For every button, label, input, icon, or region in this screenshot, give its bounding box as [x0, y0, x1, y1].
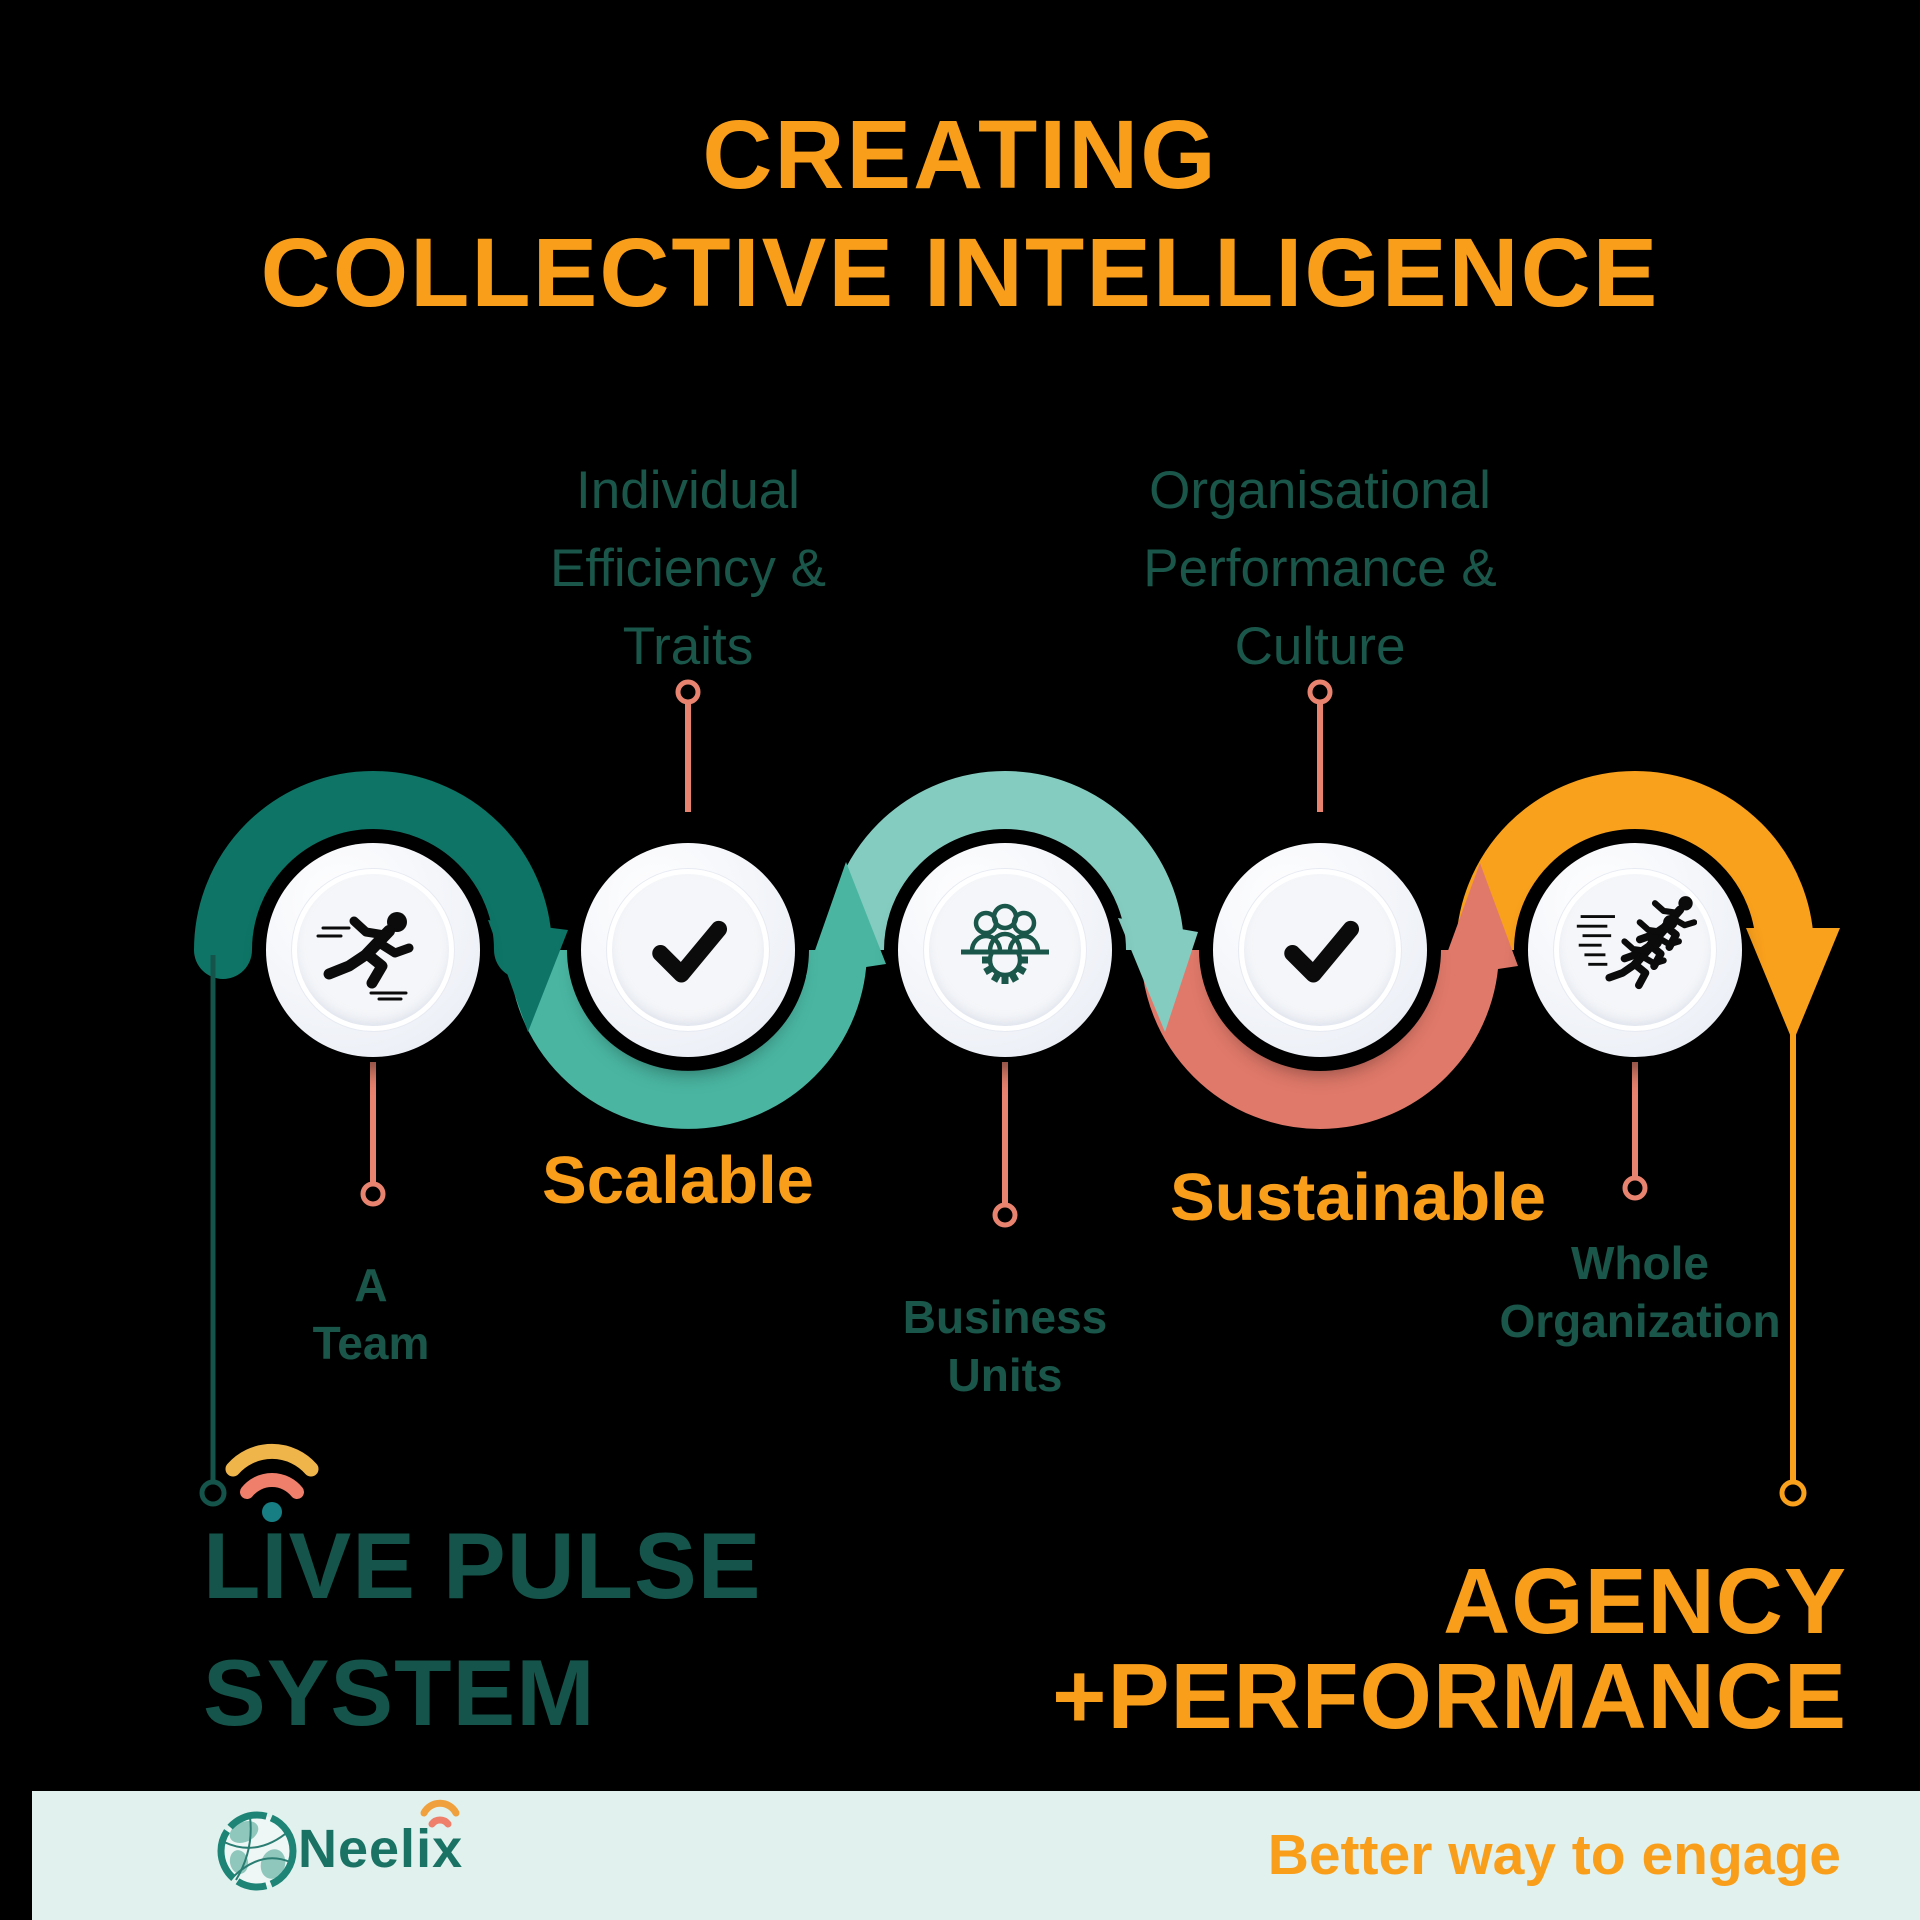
check-icon — [652, 920, 728, 983]
connector-ring-a-team — [360, 1181, 386, 1207]
team-gear-icon — [961, 903, 1049, 984]
connector-ring-business-units — [992, 1202, 1018, 1228]
label-scalable: Scalable — [542, 1143, 814, 1218]
brand-name: Neelix — [298, 1819, 464, 1879]
node-whole-organization-inner — [1554, 869, 1716, 1031]
node-check-1 — [581, 843, 795, 1057]
title-line-2: COLLECTIVE INTELLIGENCE — [260, 218, 1660, 327]
node-a-team-inner — [292, 869, 454, 1031]
brand-wifi-icon — [420, 1799, 460, 1828]
footer-bar: Neelix Better way to engage — [32, 1791, 1920, 1920]
runners-icon — [1576, 888, 1697, 1012]
title-line-1: CREATING — [702, 100, 1218, 209]
arrowhead-up-2-icon — [1438, 863, 1518, 978]
step-label-business-units: Business Units — [902, 1291, 1108, 1401]
node-check-2-inner — [1239, 869, 1401, 1031]
footer-tagline: Better way to engage — [1267, 1823, 1841, 1887]
node-business-units — [898, 843, 1112, 1057]
callout-individual-efficiency: Individual Efficiency & Traits — [550, 461, 826, 676]
neelix-logo-globe-icon — [217, 1811, 297, 1891]
node-a-team — [266, 843, 480, 1057]
step-label-a-team: A Team — [312, 1259, 430, 1369]
label-sustainable: Sustainable — [1169, 1160, 1547, 1235]
node-business-units-inner — [924, 869, 1086, 1031]
check-icon — [1284, 920, 1360, 983]
endpoint-agency-performance: AGENCY +PERFORMANCE — [1052, 1549, 1847, 1748]
connector-ring-agency — [1779, 1479, 1807, 1507]
node-check-1-inner — [607, 869, 769, 1031]
page-title: CREATING COLLECTIVE INTELLIGENCE — [0, 96, 1920, 332]
arrowhead-end-icon — [1746, 928, 1840, 1042]
step-label-whole-organization: Whole Organization — [1499, 1237, 1781, 1347]
runner-icon — [316, 912, 414, 1001]
arrowhead-down-1-icon — [488, 920, 568, 1032]
connector-ring-whole-organization — [1622, 1175, 1648, 1201]
arrowhead-down-2-icon — [1118, 918, 1198, 1032]
node-check-2 — [1213, 843, 1427, 1057]
connector-ring-live-pulse — [199, 1479, 227, 1507]
node-whole-organization — [1528, 843, 1742, 1057]
arrowhead-up-1-icon — [806, 862, 886, 976]
callout-organisational-performance: Organisational Performance & Culture — [1143, 461, 1497, 676]
endpoint-live-pulse-system: LIVE PULSE SYSTEM — [203, 1513, 762, 1745]
